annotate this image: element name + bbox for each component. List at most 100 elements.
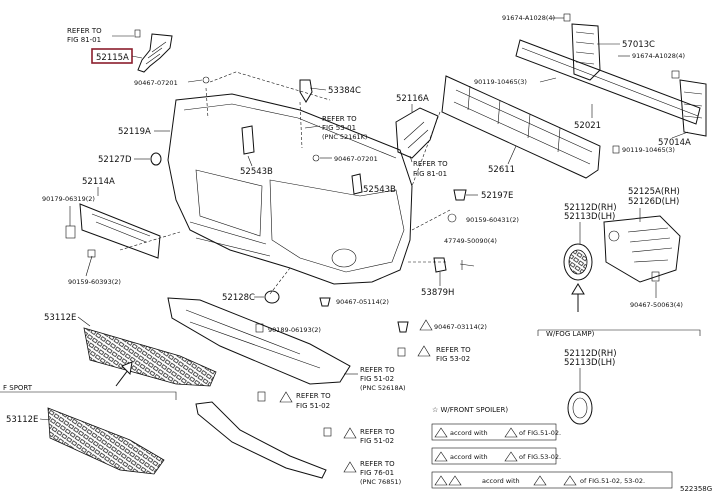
refer-fig53-02-line1: REFER TO xyxy=(436,346,471,354)
label-90119-a: 90119-10465(3) xyxy=(474,78,527,86)
bracket-57013C-icon xyxy=(571,23,601,81)
svg-text:of FIG.51-02.: of FIG.51-02. xyxy=(519,429,561,437)
svg-text:W/FOG LAMP): W/FOG LAMP) xyxy=(546,330,595,338)
label-90159-60431: 90159-60431(2) xyxy=(466,216,519,224)
clip-icon xyxy=(65,225,76,239)
clip-icon xyxy=(323,427,332,437)
label-90159-60393: 90159-60393(2) xyxy=(68,278,121,286)
clip-icon xyxy=(257,391,266,402)
bracket-52114A-icon xyxy=(79,203,161,259)
clip-icon xyxy=(397,347,406,357)
front-spoiler-note: ☆ W/FRONT SPOILER) xyxy=(432,406,508,414)
absorber-52611-icon xyxy=(441,75,601,179)
label-53879H: 53879H xyxy=(421,288,454,298)
refer-fig51-02c-line1: REFER TO xyxy=(360,428,395,436)
label-90119-b: 90119-10465(3) xyxy=(622,146,675,154)
label-90189: 90189-06193(2) xyxy=(268,326,321,334)
refer-fig76-line3: (PNC 76851) xyxy=(360,478,401,486)
clip-icon xyxy=(651,271,660,282)
clip-icon xyxy=(397,321,409,333)
figure-code: 522358G xyxy=(680,485,712,493)
label-52112D-b: 52112D(RH) xyxy=(564,349,617,359)
accord-note-1: accord with of FIG.51-02. xyxy=(431,423,561,441)
label-90467-07201-a: 90467-07201 xyxy=(134,79,178,87)
fog-lamp-variant-box: W/FOG LAMP) xyxy=(537,329,701,338)
label-57014A: 57014A xyxy=(658,138,691,148)
label-91674-a: 91674-A1028(4) xyxy=(502,14,555,22)
label-52112D-a: 52112D(RH) xyxy=(564,203,617,213)
label-52127D: 52127D xyxy=(98,155,132,165)
svg-text:of FIG.53-02.: of FIG.53-02. xyxy=(519,453,561,461)
refer-fig51-02-line3: (PNC 52618A) xyxy=(360,384,406,392)
bracket-52115A-icon xyxy=(134,29,173,73)
refer-fig51-02b-line1: REFER TO xyxy=(296,392,331,400)
label-90467-05114: 90467-05114(2) xyxy=(336,298,389,306)
svg-text:accord with: accord with xyxy=(450,453,488,461)
bolt-icon xyxy=(671,70,680,79)
label-52125A: 52125A(RH) xyxy=(628,187,680,197)
nut-icon xyxy=(447,213,457,223)
label-52113D-a: 52113D(LH) xyxy=(564,212,615,222)
bolt-icon xyxy=(612,145,620,154)
refer-fig81-top-line1: REFER TO xyxy=(67,27,102,35)
bracket-57014A-icon xyxy=(679,79,707,137)
accord-note-2: accord with of FIG.53-02. xyxy=(431,447,561,465)
notice-triangle-icon xyxy=(343,427,357,439)
refer-fig76-line1: REFER TO xyxy=(360,460,395,468)
arrow-up-icon xyxy=(571,283,585,312)
refer-fig51-02c-line2: FIG 51-02 xyxy=(360,437,394,445)
cap-52128C-icon xyxy=(264,290,280,304)
label-52611: 52611 xyxy=(488,165,515,175)
retainer-52543B-icon xyxy=(351,173,363,195)
cap-52127D-icon xyxy=(150,152,162,166)
clip-53384C-icon xyxy=(299,79,313,103)
svg-text:accord with: accord with xyxy=(482,477,520,485)
label-53384C: 53384C xyxy=(328,86,361,96)
refer-fig81-top-line2: FIG 81-01 xyxy=(67,36,101,44)
svg-text:accord with: accord with xyxy=(450,429,488,437)
svg-text:of FIG.51-02, 53-02.: of FIG.51-02, 53-02. xyxy=(580,477,645,485)
label-53112E-a: 53112E xyxy=(44,313,76,323)
bolt-icon xyxy=(459,260,475,270)
label-91674-b: 91674-A1028(4) xyxy=(632,52,685,60)
label-90467-50063: 90467-50063(4) xyxy=(630,301,683,309)
clip-icon xyxy=(312,154,320,162)
label-52114A: 52114A xyxy=(82,177,115,187)
refer-fig53-line2: FIG 53-01 xyxy=(322,124,356,132)
label-52543B-a: 52543B xyxy=(240,167,273,177)
refer-fig53-02-line2: FIG 53-02 xyxy=(436,355,470,363)
notice-triangle-icon xyxy=(279,391,293,403)
spoiler-icon xyxy=(195,401,327,479)
dashed-leaders xyxy=(119,71,451,295)
arrow-up-icon xyxy=(115,361,133,387)
lower-cover-52618A-icon xyxy=(167,297,351,385)
grille-fsport-53112E-icon xyxy=(47,407,165,475)
refer-fig76-line2: FIG 76-01 xyxy=(360,469,394,477)
refer-fig53-line1: REFER TO xyxy=(322,115,357,123)
svg-text:52115A: 52115A xyxy=(96,53,129,63)
label-52543B-b: 52543B xyxy=(363,185,396,195)
reinforcement-52021-icon xyxy=(515,39,701,125)
fog-lamp-cover-52125A-icon xyxy=(603,215,681,283)
label-52021: 52021 xyxy=(574,121,601,131)
label-47749: 47749-50090(4) xyxy=(444,237,497,245)
clip-icon xyxy=(202,76,210,84)
fog-bezel-52112D-icon xyxy=(563,243,593,281)
clip-52197E-icon xyxy=(453,189,467,201)
label-52128C: 52128C xyxy=(222,293,255,303)
label-90467-03114: 90467-03114(2) xyxy=(434,323,487,331)
notice-triangle-icon xyxy=(419,319,433,331)
refer-fig81-mid-line1: REFER TO xyxy=(413,160,448,168)
label-53112E-b: 53112E xyxy=(6,415,38,425)
clip-icon xyxy=(319,297,331,307)
clip-icon xyxy=(255,323,264,333)
clip-icon xyxy=(87,249,96,258)
refer-fig51-02b-line2: FIG 51-02 xyxy=(296,402,330,410)
clip-icon xyxy=(433,257,447,273)
part-52115A-highlight[interactable]: 52115A xyxy=(91,48,133,64)
retainer-52543B-icon xyxy=(241,125,255,155)
notice-triangle-icon xyxy=(343,461,357,473)
refer-fig81-mid-line2: FIG 81-01 xyxy=(413,170,447,178)
label-90179: 90179-06319(2) xyxy=(42,195,95,203)
